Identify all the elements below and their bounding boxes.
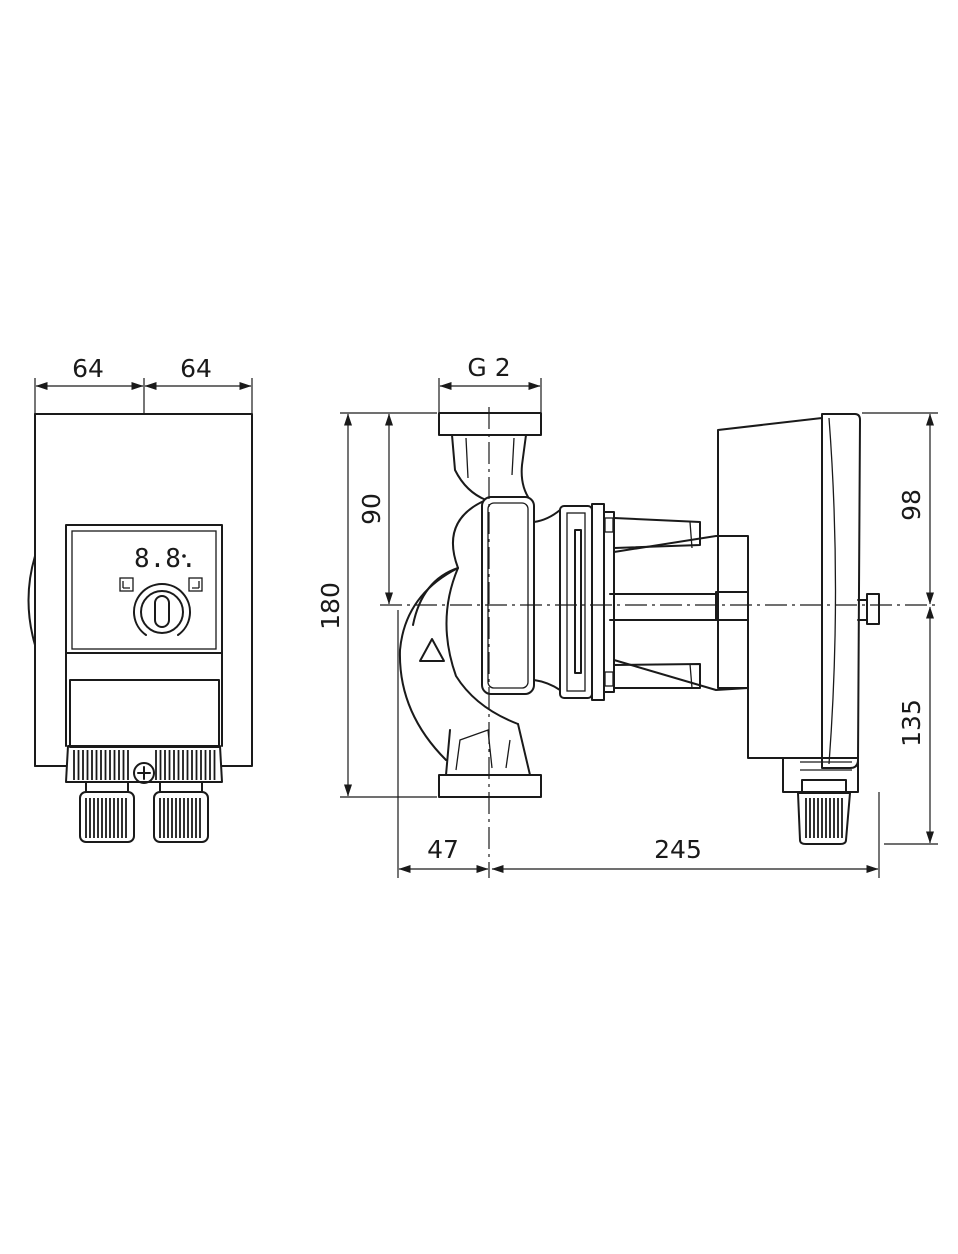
length-dimensions-bottom: 47 245 [397, 610, 880, 878]
control-knob[interactable] [133, 583, 191, 636]
front-width-dimension: 64 64 [34, 354, 253, 415]
height-dimensions-left: 180 90 [316, 412, 437, 798]
motor-flange [559, 503, 615, 701]
dim-thread: G 2 [467, 353, 510, 382]
dim-left-width: 64 [72, 354, 104, 383]
mode-icon-left [119, 577, 134, 592]
dim-upper-half: 90 [357, 493, 386, 525]
motor-body [609, 517, 749, 691]
dim-right-width: 64 [180, 354, 212, 383]
electronics-module [717, 413, 880, 845]
dim-lower-motor: 135 [897, 699, 926, 747]
flow-direction-arrow [419, 638, 445, 662]
terminal-screw [133, 762, 155, 784]
dim-right-length: 245 [654, 835, 702, 864]
terminal-box [65, 652, 223, 784]
dim-upper-motor: 98 [897, 489, 926, 521]
front-view: 64 64 8.8. [27, 354, 253, 843]
pump-housing [398, 412, 561, 798]
cable-gland-left [79, 781, 135, 843]
mode-icon-right [188, 577, 203, 592]
height-dimensions-right: 98 135 [862, 412, 938, 845]
rotor-can-edge [27, 555, 36, 646]
cable-gland-side [797, 779, 851, 845]
dim-left-offset: 47 [427, 835, 459, 864]
control-panel: 8.8. [65, 524, 223, 654]
display-digits: 8.8. [134, 544, 197, 574]
cable-gland-right [153, 781, 209, 843]
terminal-box-ribs [73, 750, 216, 780]
thread-dimension: G 2 [438, 353, 542, 412]
side-view: G 2 180 90 98 135 47 245 [316, 353, 940, 878]
dim-total-height: 180 [316, 582, 345, 630]
